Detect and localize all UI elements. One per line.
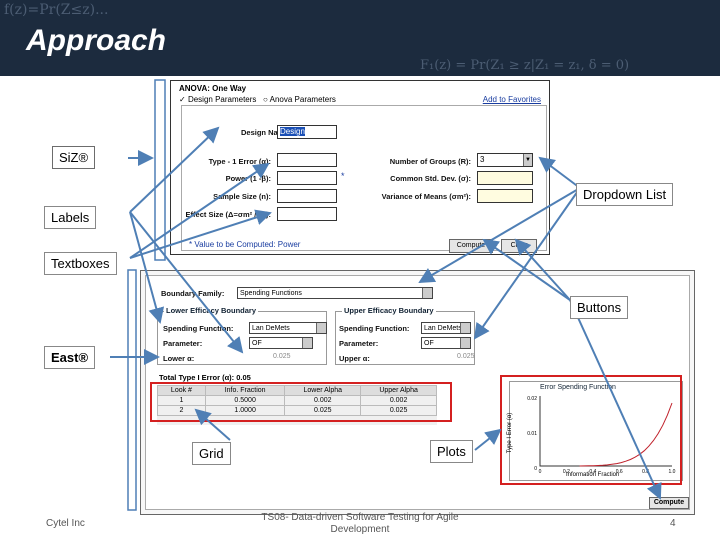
- arrow-labels-to-spending: [129, 211, 165, 324]
- tab-design-label: Design Parameters: [187, 95, 257, 104]
- total-type1-error: Total Type I Error (α): 0.05: [159, 373, 251, 382]
- upper-spending-label: Spending Function:: [339, 324, 410, 333]
- power-input[interactable]: [277, 171, 337, 185]
- stddev-label: Common Std. Dev. (σ):: [390, 174, 471, 183]
- add-to-favorites-link[interactable]: Add to Favorites: [482, 95, 541, 104]
- tab-anova-parameters[interactable]: ○ Anova Parameters: [263, 95, 336, 104]
- variance-input[interactable]: [477, 189, 533, 203]
- tab-anova-label: Anova Parameters: [269, 95, 336, 104]
- header-equation-right: F₁(z) = Pr(Z₁ ≥ z|Z₁ = z₁, δ = 0): [420, 58, 630, 73]
- design-name-label: Design Name:: [240, 128, 291, 137]
- lower-parameter-label: Parameter:: [163, 339, 203, 348]
- upper-alpha-value: 0.025: [457, 353, 475, 360]
- arrow-labels-to-parameter: [129, 211, 244, 354]
- upper-parameter-label: Parameter:: [339, 339, 379, 348]
- plot-xtick: 0.4: [589, 469, 596, 475]
- upper-spending-dropdown[interactable]: Lan DeMets: [421, 322, 471, 334]
- plot-ytick: 0: [534, 466, 537, 472]
- arrow-buttons-to-clear: [514, 238, 571, 301]
- header-equation-left: f(z)=Pr(Z≤z)...: [4, 2, 109, 18]
- plot-ytick: 0.02: [527, 396, 537, 402]
- siz-window-header: ANOVA: One Way: [179, 84, 247, 93]
- callout-siz: SiZ®: [52, 146, 96, 169]
- type1-error-label: Type - 1 Error (α):: [208, 157, 271, 166]
- lower-parameter-dropdown[interactable]: OF: [249, 337, 313, 349]
- design-name-value: Design: [280, 127, 305, 136]
- computed-asterisk: *: [341, 171, 345, 181]
- footer-talk-title: TS08- Data-driven Software Testing for A…: [261, 512, 459, 535]
- chevron-down-icon: ▼: [523, 154, 532, 166]
- groups-dropdown[interactable]: 3▼: [477, 153, 533, 167]
- arrow-plots: [474, 428, 502, 451]
- computed-note: * Value to be Computed: Power: [189, 240, 301, 249]
- arrow-buttons-to-east-compute: [569, 299, 662, 500]
- callout-buttons: Buttons: [570, 296, 629, 319]
- lower-efficacy-group: Lower Efficacy Boundary: [157, 306, 327, 365]
- callout-grid: Grid: [192, 442, 231, 465]
- callout-plots: Plots: [430, 440, 473, 463]
- plot-x-label: Information Fraction: [566, 472, 620, 478]
- footer-company: Cytel Inc: [46, 518, 85, 529]
- plot-xtick: 1.0: [669, 469, 676, 475]
- effect-size-input[interactable]: [277, 207, 337, 221]
- lower-spending-label: Spending Function:: [163, 324, 234, 333]
- upper-group-title: Upper Efficacy Boundary: [342, 306, 436, 315]
- east-compute-button[interactable]: Compute: [649, 497, 689, 509]
- arrow-textboxes-to-effect: [129, 209, 272, 259]
- arrow-labels-to-design-name: [129, 126, 220, 213]
- arrow-buttons-to-compute: [482, 238, 571, 301]
- sample-size-label: Sample Size (n):: [213, 192, 271, 201]
- lower-group-title: Lower Efficacy Boundary: [164, 306, 259, 315]
- variance-label: Variance of Means (σm²):: [381, 192, 471, 201]
- boundary-family-label: Boundary Family:: [161, 289, 225, 298]
- upper-alpha-label: Upper α:: [339, 354, 370, 363]
- siz-bracket: [154, 79, 166, 261]
- callout-dropdown: Dropdown List: [576, 183, 674, 206]
- plot-xtick: 0.6: [616, 469, 623, 475]
- grid-cell: 0.025: [360, 405, 437, 416]
- arrow-grid: [194, 408, 231, 441]
- plot-axes: [539, 396, 672, 467]
- design-name-input[interactable]: Design: [277, 125, 337, 139]
- tab-design-parameters[interactable]: ✓ Design Parameters: [179, 95, 257, 104]
- upper-parameter-dropdown[interactable]: OF: [421, 337, 471, 349]
- arrow-dropdown-to-groups: [538, 156, 581, 189]
- lower-alpha-label: Lower α:: [163, 354, 195, 363]
- grid-highlight: [150, 382, 452, 422]
- plot-ytick: 0.01: [527, 431, 537, 437]
- callout-labels: Labels: [44, 206, 97, 229]
- siz-tab-panel: [181, 105, 547, 251]
- lower-spending-dropdown[interactable]: Lan DeMets: [249, 322, 327, 334]
- plot-title: Error Spending Function: [540, 384, 616, 391]
- footer-page-number: 4: [670, 518, 676, 529]
- arrow-dropdown-to-upper-param: [473, 187, 581, 340]
- groups-value: 3: [480, 155, 485, 164]
- east-bracket: [127, 269, 137, 511]
- arrow-textboxes-to-type1: [129, 162, 270, 259]
- plot-xtick: 0: [539, 469, 542, 475]
- plot-curve: [579, 402, 673, 467]
- type1-error-input[interactable]: [277, 153, 337, 167]
- slide-header: f(z)=Pr(Z≤z)... F₁(z) = Pr(Z₁ ≥ z|Z₁ = z…: [0, 0, 720, 76]
- stddev-input[interactable]: [477, 171, 533, 185]
- slide-title: Approach: [26, 24, 167, 57]
- sample-size-input[interactable]: [277, 189, 337, 203]
- boundary-family-dropdown[interactable]: Spending Functions: [237, 287, 433, 299]
- plot-xtick: 0.8: [642, 469, 649, 475]
- lower-alpha-value: 0.025: [273, 353, 291, 360]
- callout-east: East®: [44, 346, 96, 369]
- arrow-dropdown-to-boundary: [418, 187, 581, 284]
- error-spending-plot: Error Spending Function Type I Error (α)…: [507, 381, 683, 481]
- groups-label: Number of Groups (R):: [389, 157, 471, 166]
- callout-textboxes: Textboxes: [44, 252, 117, 275]
- plot-xtick: 0.2: [563, 469, 570, 475]
- effect-size-label: Effect Size (Δ=σm² / σ²):: [185, 210, 271, 219]
